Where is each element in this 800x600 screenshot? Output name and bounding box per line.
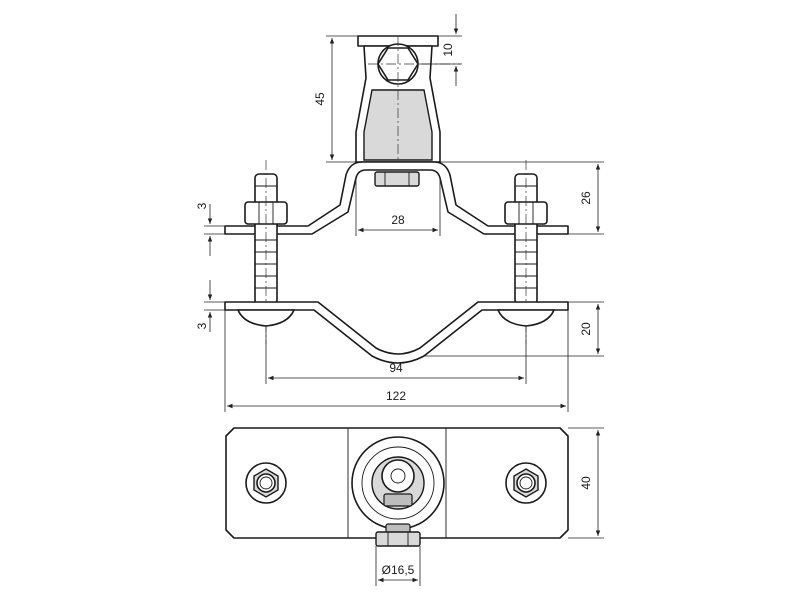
dim-saddle-width: 28 — [391, 213, 405, 227]
right-hole — [505, 462, 547, 504]
side-view — [224, 35, 569, 364]
dimension-lines — [204, 14, 604, 412]
top-view — [225, 427, 569, 547]
dim-lower-bracket-height: 20 — [579, 322, 593, 336]
left-bolt — [244, 160, 288, 344]
center-boss — [351, 436, 445, 547]
dim-diameter: Ø16,5 — [382, 563, 415, 577]
right-bolt — [504, 160, 548, 344]
clamp-head — [355, 35, 460, 163]
left-hole — [245, 462, 287, 504]
dim-bolt-spacing: 94 — [389, 361, 403, 375]
dim-plate-bottom-thickness: 3 — [195, 322, 209, 329]
top-view-dimensions — [375, 427, 604, 586]
dim-head-top: 10 — [441, 43, 455, 57]
dim-plate-top-thickness: 3 — [195, 202, 209, 209]
dim-head-height: 45 — [313, 92, 327, 106]
dim-bracket-height: 26 — [579, 191, 593, 205]
dimension-labels: 45 10 28 26 3 3 20 94 122 40 Ø16,5 — [195, 43, 593, 577]
dim-width: 40 — [579, 476, 593, 490]
dim-overall-length: 122 — [386, 389, 406, 403]
lower-strap — [224, 301, 569, 364]
